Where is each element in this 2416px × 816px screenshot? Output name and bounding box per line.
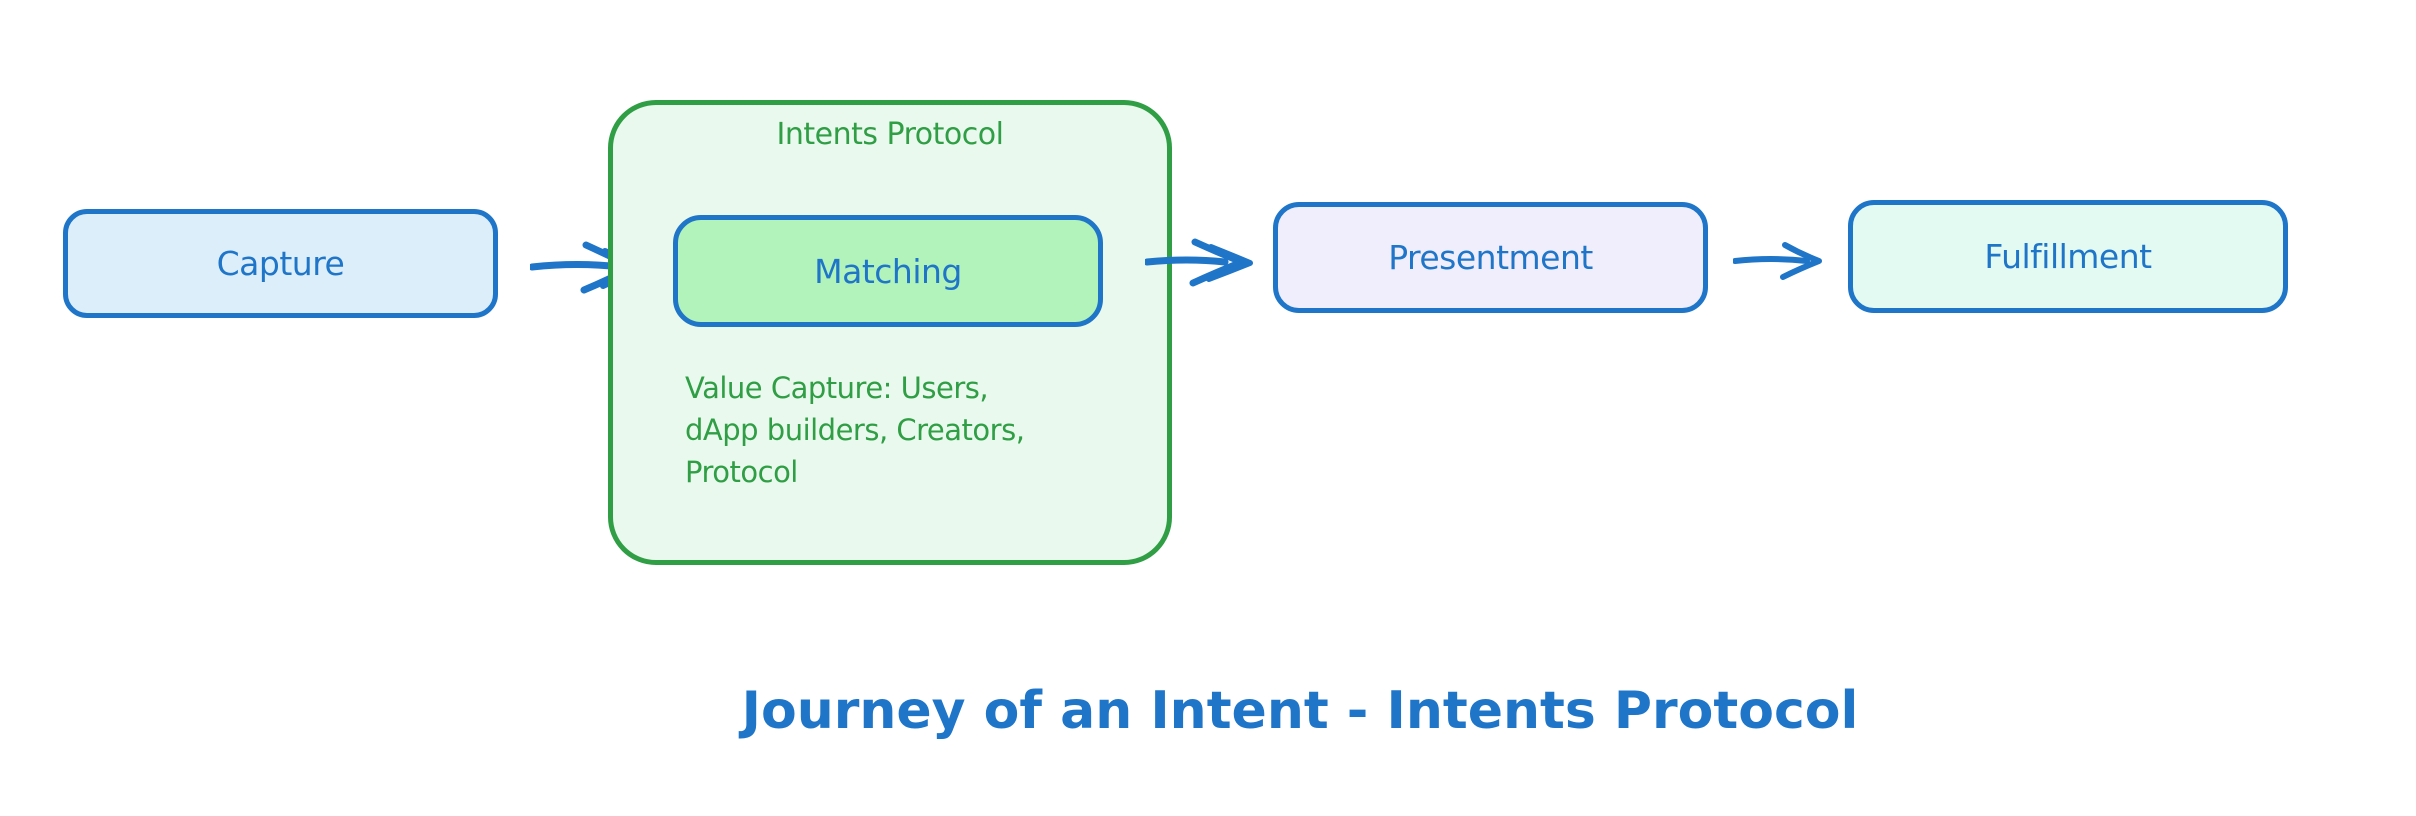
node-fulfillment-label: Fulfillment xyxy=(1984,237,2152,276)
node-presentment: Presentment xyxy=(1273,202,1708,313)
value-capture-note-line-3: Protocol xyxy=(685,455,798,489)
value-capture-note-line-1: Value Capture: Users, xyxy=(685,371,989,405)
container-intents-protocol: Intents Protocol Matching Value Capture:… xyxy=(608,100,1172,565)
node-fulfillment: Fulfillment xyxy=(1848,200,2288,313)
diagram-title: Journey of an Intent - Intents Protocol xyxy=(741,681,1859,741)
node-matching-label: Matching xyxy=(814,251,962,291)
value-capture-note-line-2: dApp builders, Creators, xyxy=(685,413,1025,447)
arrow-presentment-to-fulfillment-icon xyxy=(1732,240,1828,286)
node-presentment-label: Presentment xyxy=(1388,238,1593,277)
node-capture-label: Capture xyxy=(216,244,345,283)
arrow-matching-to-presentment-icon xyxy=(1143,238,1260,292)
node-capture: Capture xyxy=(63,209,498,318)
value-capture-note: Value Capture: Users, dApp builders, Cre… xyxy=(685,367,1025,493)
container-intents-protocol-title: Intents Protocol xyxy=(776,117,1004,152)
node-matching: Matching xyxy=(673,215,1103,327)
